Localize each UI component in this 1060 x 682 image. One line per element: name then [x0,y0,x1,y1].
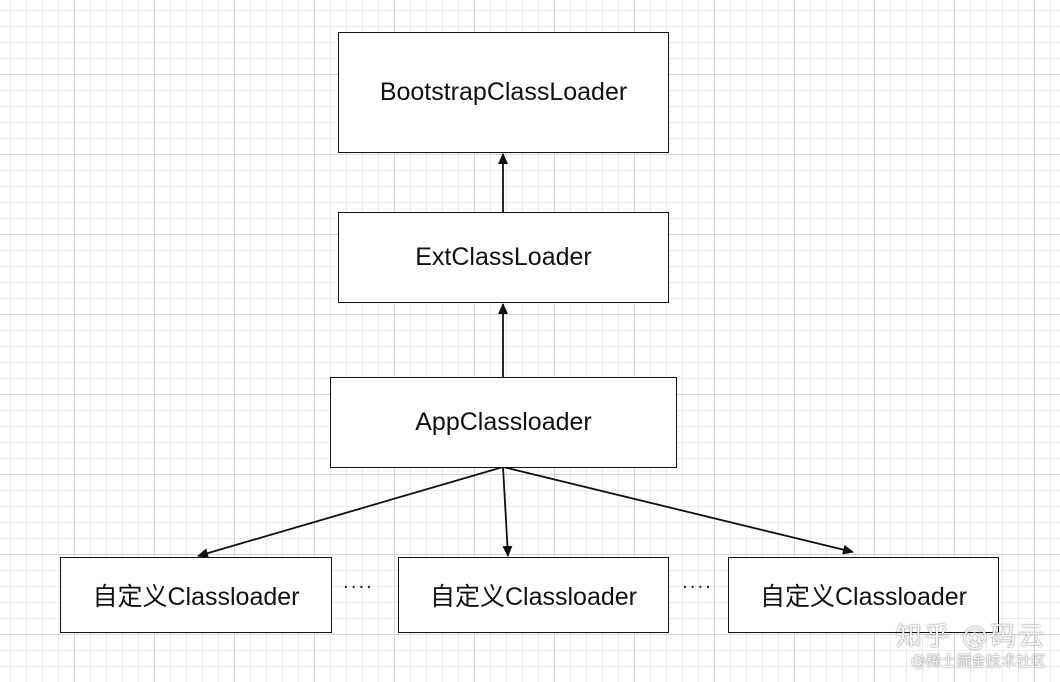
edge-app-to-custom-2 [502,466,513,557]
node-app-label: AppClassloader [415,408,592,436]
node-custom-classloader-3: 自定义Classloader [728,557,999,633]
node-app-classloader: AppClassloader [330,377,677,468]
ellipsis-1: ···· [343,577,374,598]
node-custom-classloader-2: 自定义Classloader [398,557,669,633]
node-ext-classloader: ExtClassLoader [338,212,669,303]
watermark-zhihu: 知乎 @码云 [895,622,1046,652]
node-bootstrap-classloader: BootstrapClassLoader [338,32,669,153]
node-custom-2-label: 自定义Classloader [429,583,637,611]
node-custom-1-label: 自定义Classloader [92,583,300,611]
node-custom-classloader-1: 自定义Classloader [60,557,332,633]
ellipsis-2: ···· [682,577,713,598]
node-custom-3-label: 自定义Classloader [759,583,967,611]
node-ext-label: ExtClassLoader [415,243,592,271]
watermark-juejin: @稀土掘金技术社区 [910,652,1046,670]
edge-app-to-custom-1 [197,466,504,558]
node-bootstrap-label: BootstrapClassLoader [379,78,628,106]
edge-app-to-custom-3 [502,466,854,555]
watermark: 知乎 @码云 @稀土掘金技术社区 [896,622,1046,670]
